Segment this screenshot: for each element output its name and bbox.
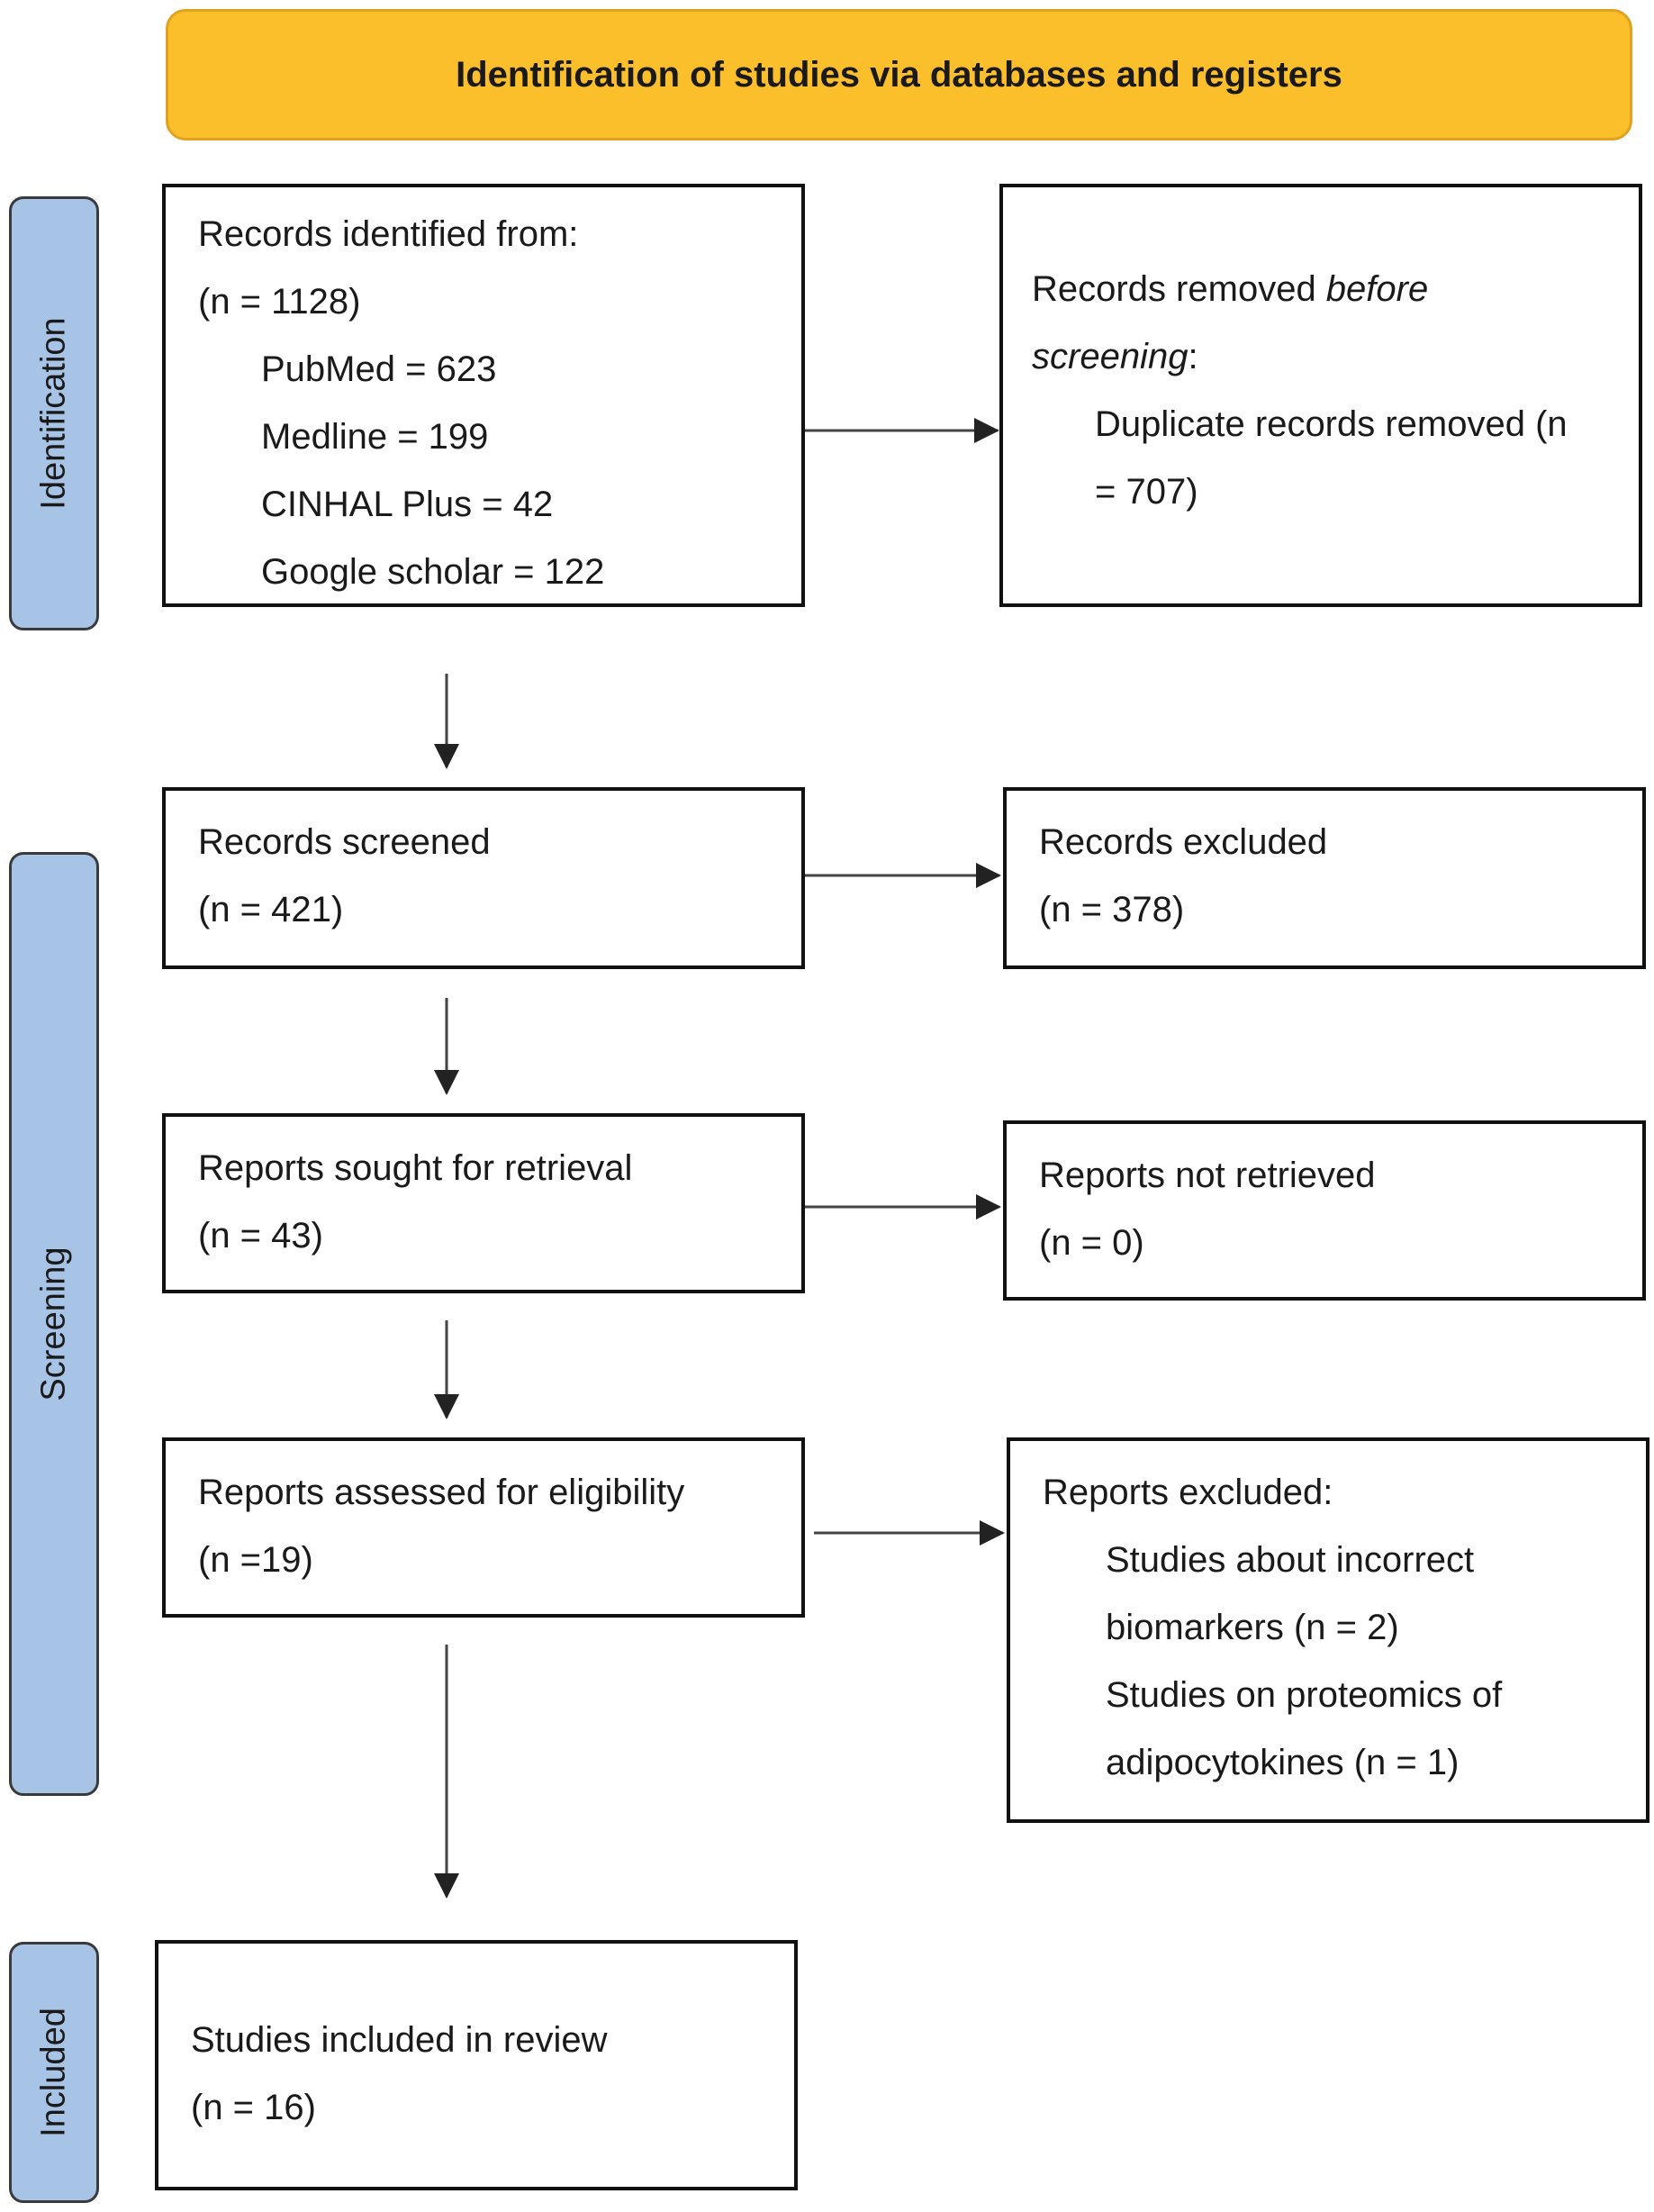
duplicates-line-2: = 707) <box>1095 472 1198 512</box>
phase-screening: Screening <box>9 852 99 1796</box>
reports-sought-title: Reports sought for retrieval <box>198 1148 633 1188</box>
records-excluded-box: Records excluded (n = 378) <box>1003 787 1646 969</box>
reports-excluded-line-3: Studies on proteomics of <box>1106 1675 1503 1715</box>
records-identified-title: Records identified from: <box>198 214 579 254</box>
reports-excluded-line-1: Studies about incorrect <box>1106 1540 1475 1580</box>
source-medline: Medline = 199 <box>261 417 489 457</box>
studies-included-title: Studies included in review <box>191 2020 608 2060</box>
reports-not-retrieved-count: (n = 0) <box>1039 1223 1144 1263</box>
source-google-scholar: Google scholar = 122 <box>261 552 605 592</box>
records-removed-title: Records removed before <box>1032 269 1429 309</box>
reports-assessed-title: Reports assessed for eligibility <box>198 1473 685 1512</box>
studies-included-count: (n = 16) <box>191 2088 316 2127</box>
reports-not-retrieved-box: Reports not retrieved (n = 0) <box>1003 1120 1646 1301</box>
reports-sought-count: (n = 43) <box>198 1216 323 1256</box>
records-screened-count: (n = 421) <box>198 890 344 929</box>
duplicates-line-1: Duplicate records removed (n <box>1095 404 1568 444</box>
records-screened-title: Records screened <box>198 822 491 862</box>
reports-excluded-line-2: biomarkers (n = 2) <box>1106 1608 1399 1647</box>
studies-included-box: Studies included in review (n = 16) <box>155 1940 798 2190</box>
reports-excluded-line-4: adipocytokines (n = 1) <box>1106 1743 1460 1782</box>
reports-not-retrieved-title: Reports not retrieved <box>1039 1156 1376 1195</box>
records-removed-box <box>999 184 1642 607</box>
phase-included: Included <box>9 1942 99 2203</box>
records-removed-content: Records removed before screening: Duplic… <box>999 184 1642 607</box>
records-screened-box: Records screened (n = 421) <box>162 787 805 969</box>
records-excluded-count: (n = 378) <box>1039 890 1185 929</box>
records-excluded-title: Records excluded <box>1039 822 1328 862</box>
reports-assessed-count: (n =19) <box>198 1540 313 1580</box>
reports-excluded-box: Reports excluded: Studies about incorrec… <box>1007 1437 1649 1823</box>
records-identified-box: Records identified from: (n = 1128) PubM… <box>162 184 805 607</box>
source-cinhal: CINHAL Plus = 42 <box>261 485 554 524</box>
phase-identification: Identification <box>9 196 99 630</box>
header-title: Identification of studies via databases … <box>456 54 1342 95</box>
reports-excluded-title: Reports excluded: <box>1043 1473 1333 1512</box>
records-removed-title-2: screening: <box>1032 337 1198 376</box>
records-identified-count: (n = 1128) <box>198 282 361 322</box>
header-banner: Identification of studies via databases … <box>166 9 1632 141</box>
reports-sought-box: Reports sought for retrieval (n = 43) <box>162 1113 805 1293</box>
source-pubmed: PubMed = 623 <box>261 349 497 389</box>
reports-assessed-box: Reports assessed for eligibility (n =19) <box>162 1437 805 1618</box>
